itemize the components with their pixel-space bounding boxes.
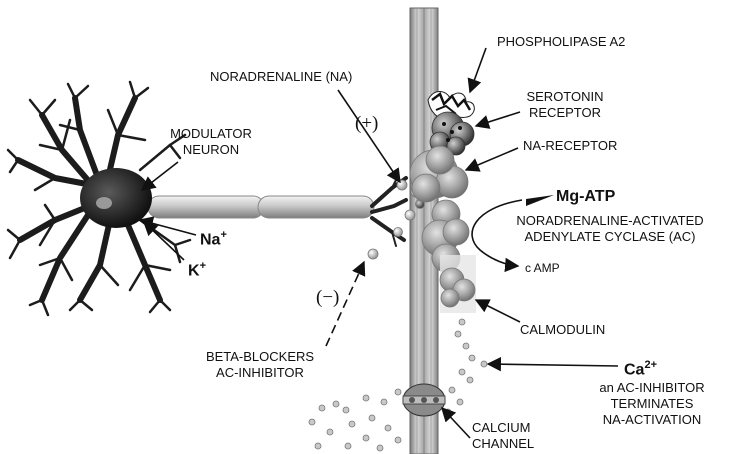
label-camp: c AMP (525, 260, 560, 276)
label-mg-atp: Mg-ATP (556, 189, 615, 205)
arrow-na-receptor (466, 148, 518, 170)
label-calcium-symbol: Ca (624, 361, 644, 378)
label-channel-line2: CHANNEL (472, 436, 534, 452)
mg-atp-pointer (526, 195, 554, 206)
arrow-calcium (488, 364, 618, 366)
label-modulator-neuron: MODULATOR NEURON (156, 126, 266, 158)
label-phospholipase: PHOSPHOLIPASE A2 (497, 34, 625, 50)
arrow-serotonin (476, 112, 520, 126)
label-ac-inhib-line3: NA-ACTIVATION (582, 412, 722, 428)
calcium-channel (403, 384, 445, 416)
label-calcium-channel: CALCIUM CHANNEL (472, 420, 534, 452)
label-minus-sign: (−) (316, 290, 339, 306)
arrow-potassium (144, 222, 184, 260)
label-ac-line1: NORADRENALINE-ACTIVATED (500, 213, 720, 229)
arrow-modulator (142, 162, 178, 190)
label-ac-line2: ADENYLATE CYCLASE (AC) (500, 229, 720, 245)
label-potassium-charge: + (200, 260, 206, 272)
axon (148, 196, 374, 218)
label-beta-line2: AC-INHIBITOR (190, 365, 330, 381)
label-modulator-line1: MODULATOR (156, 126, 266, 142)
label-na-receptor: NA-RECEPTOR (523, 138, 617, 154)
label-adenylate-cyclase: NORADRENALINE-ACTIVATED ADENYLATE CYCLAS… (500, 213, 720, 245)
label-sodium-charge: + (220, 229, 226, 241)
arrow-phospholipase (470, 48, 486, 92)
label-ac-inhib-line1: an AC-INHIBITOR (582, 380, 722, 396)
calcium-ions (309, 319, 487, 451)
calmodulin-protein (440, 255, 476, 313)
label-calcium-ion: Ca2+ (624, 357, 657, 378)
neuron-soma (80, 168, 152, 228)
label-beta-line1: BETA-BLOCKERS (190, 349, 330, 365)
label-ac-inhib-line2: TERMINATES (582, 396, 722, 412)
label-sodium: Na+ (200, 227, 227, 248)
arrow-calcium-channel (442, 408, 470, 438)
label-calmodulin: CALMODULIN (520, 322, 605, 338)
label-potassium: K+ (188, 258, 206, 279)
label-calcium-charge: 2+ (644, 359, 657, 371)
label-serotonin-line1: SEROTONIN (515, 89, 615, 105)
label-modulator-line2: NEURON (156, 142, 266, 158)
label-ac-inhibitor-note: an AC-INHIBITOR TERMINATES NA-ACTIVATION (582, 380, 722, 428)
label-sodium-symbol: Na (200, 231, 220, 248)
label-channel-line1: CALCIUM (472, 420, 534, 436)
label-beta-blockers: BETA-BLOCKERS AC-INHIBITOR (190, 349, 330, 381)
label-noradrenaline: NORADRENALINE (NA) (210, 69, 352, 85)
label-potassium-symbol: K (188, 262, 200, 279)
label-plus-sign: (+) (355, 116, 378, 132)
arrow-calmodulin (476, 300, 520, 322)
arrow-noradrenaline (338, 90, 400, 182)
label-serotonin-line2: RECEPTOR (515, 105, 615, 121)
label-serotonin-receptor: SEROTONIN RECEPTOR (515, 89, 615, 121)
